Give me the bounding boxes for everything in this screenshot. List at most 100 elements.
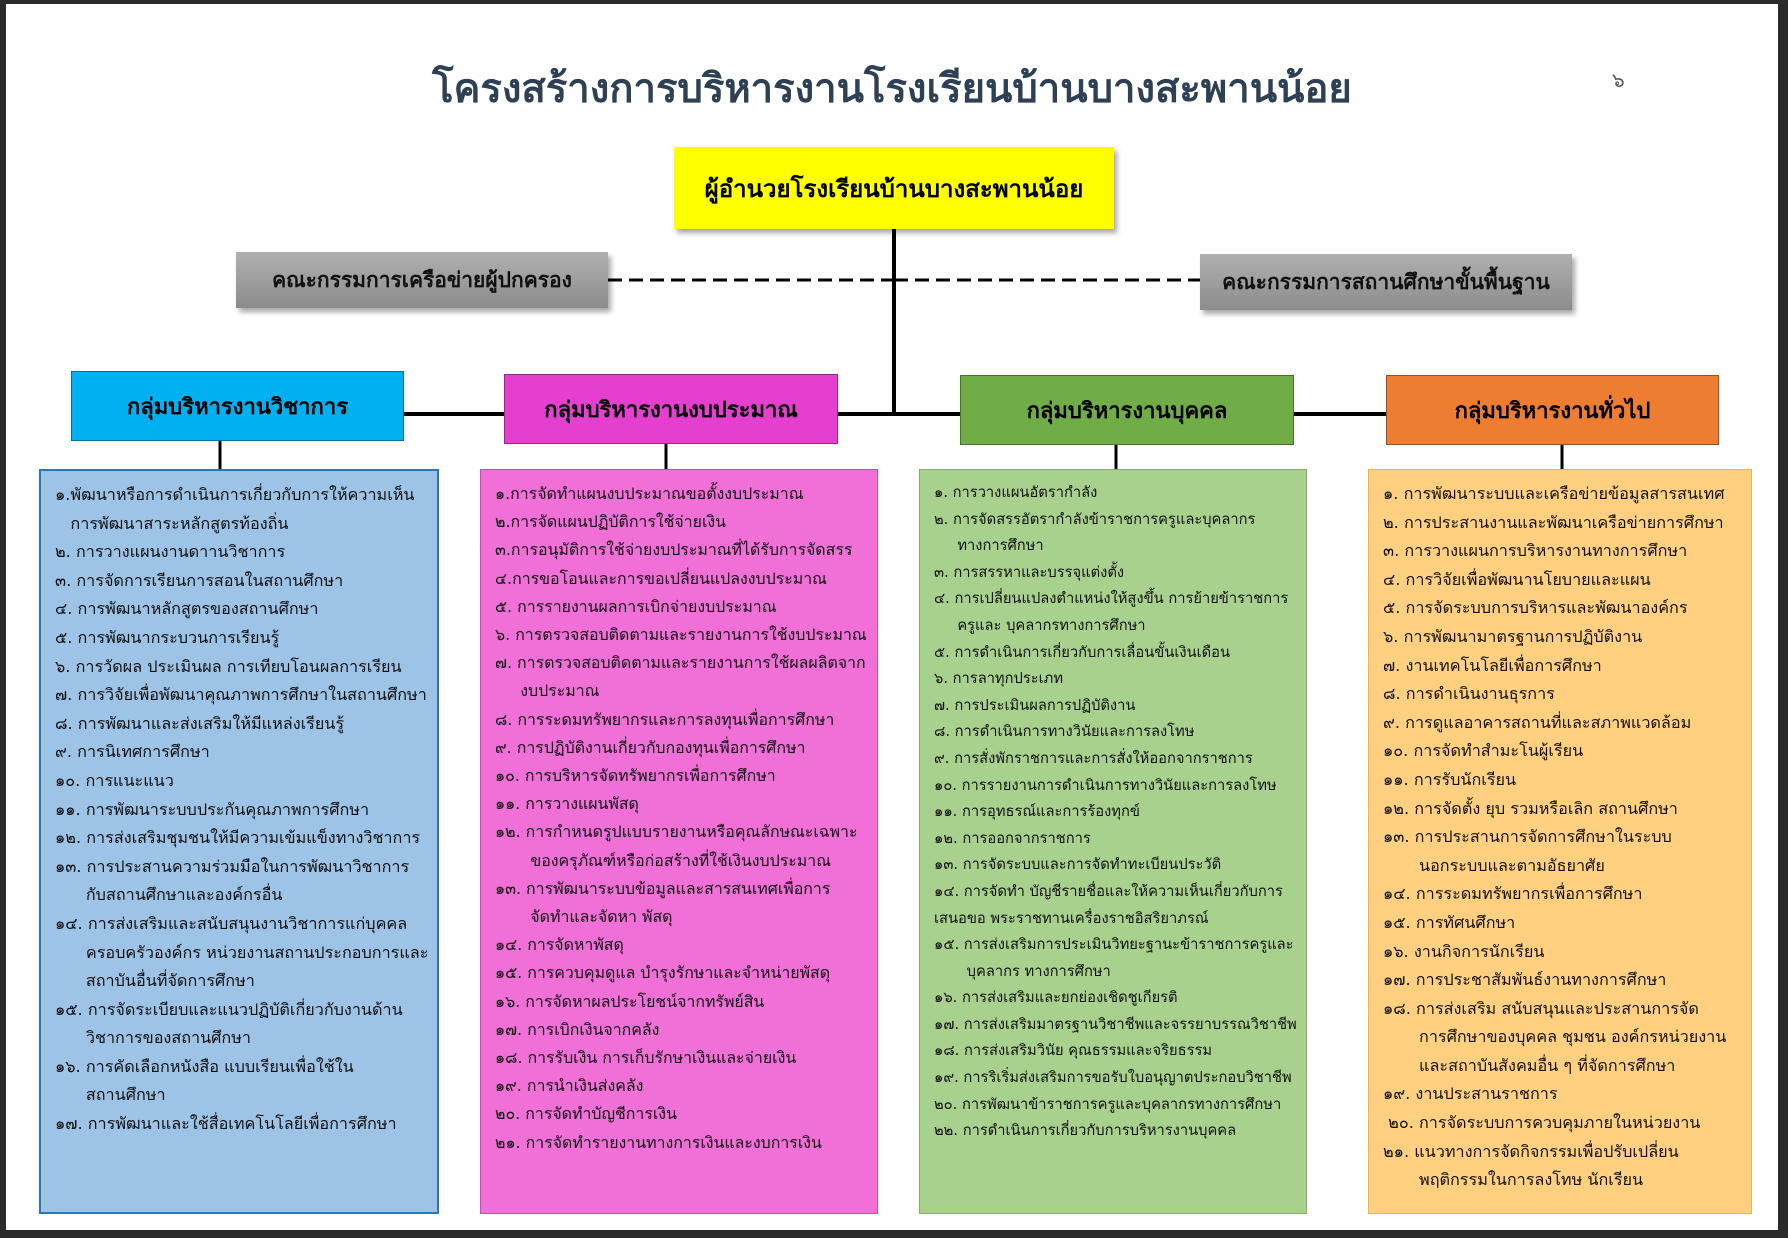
- task-item: ๔.การขอโอนและการขอเปลี่ยนแปลงงบประมาณ: [495, 568, 827, 588]
- general-task-list: ๑. การพัฒนาระบบและเครือข่ายข้อมูลสารสนเท…: [1368, 469, 1752, 1214]
- task-item: ๑๗. การพัฒนาและใช้สื่อเทคโนโลยีเพื่อการศ…: [55, 1114, 397, 1134]
- task-item: ๔. การวิจัยเพื่อพัฒนานโยบายและแผน: [1383, 569, 1651, 589]
- task-item: ๑.การจัดทำแผนงบประมาณขอตั้งงบประมาณ: [495, 484, 804, 503]
- task-item: ๖. การตรวจสอบติดตามและรายงานการใช้งบประม…: [495, 625, 867, 645]
- task-item: ๒.การจัดแผนปฏิบัติการใช้จ่ายเงิน: [495, 512, 727, 532]
- task-item: ๒๐. การจัดระบบการควบคุมภายในหน่วยงาน: [1383, 1113, 1701, 1133]
- task-item: ๖. การพัฒนามาตรฐานการปฏิบัติงาน: [1383, 626, 1643, 646]
- task-item: ๑๒. การส่งเสริมชุมชนให้มีความเข้มแข็งทาง…: [55, 828, 421, 848]
- task-item: ๕. การพัฒนากระบวนการเรียนรู้: [55, 627, 280, 647]
- task-item: เสนอขอ พระราชทานเครื่องราชอิสริยาภรณ์: [934, 909, 1209, 927]
- task-item: ๑๔. การจัดหาพัสดุ: [495, 935, 624, 955]
- budget-task-list: ๑.การจัดทำแผนงบประมาณขอตั้งงบประมาณ๒.การ…: [480, 469, 878, 1214]
- task-item: ๑๐. การแนะแนว: [55, 770, 174, 790]
- page-title: โครงสร้างการบริหารงานโรงเรียนบ้านบางสะพา…: [432, 66, 1352, 112]
- task-item: จัดทำและจัดหา พัสดุ: [495, 907, 673, 927]
- task-item: ๑๙. การริเริ่มส่งเสริมการขอรับใบอนุญาตปร…: [934, 1069, 1292, 1087]
- task-item: ๓. การจัดการเรียนการสอนในสถานศึกษา: [55, 570, 344, 590]
- task-item: ๗. การวิจัยเพื่อพัฒนาคุณภาพการศึกษาในสถา…: [55, 685, 427, 705]
- task-item: ๑๖. งานกิจการนักเรียน: [1383, 941, 1545, 961]
- task-item: ๑๗. การประชาสัมพันธ์งานทางการศึกษา: [1383, 970, 1667, 990]
- task-item: ๑๑. การรับนักเรียน: [1383, 769, 1517, 789]
- task-item: ๑๐. การจัดทำสำมะโนผู้เรียน: [1383, 741, 1584, 761]
- personnel-task-list: ๑. การวางแผนอัตรากำลัง๒. การจัดสรรอัตราก…: [919, 469, 1307, 1214]
- task-item: ๙. การปฏิบัติงานเกี่ยวกับกองทุนเพื่อการศ…: [495, 737, 806, 757]
- task-item: ๕. การดำเนินการเกี่ยวกับการเลื่อนขั้นเงิ…: [934, 643, 1231, 661]
- task-item: ๒๑. การจัดทำรายงานทางการเงินและงบการเงิน: [495, 1132, 822, 1152]
- task-item: ๒. การจัดสรรอัตรากำลังข้าราชการครูและบุค…: [934, 510, 1256, 528]
- task-item: ๓. การวางแผนการบริหารงานทางการศึกษา: [1383, 541, 1688, 561]
- task-item: ๙. การนิเทศการศึกษา: [55, 742, 210, 762]
- task-item: ๑๘. การส่งเสริม สนับสนุนและประสานการจัด: [1383, 998, 1699, 1018]
- task-item: ๒๐. การพัฒนาข้าราชการครูและบุคลากรทางการ…: [934, 1095, 1282, 1113]
- task-item: ๑๘. การรับเงิน การเก็บรักษาเงินและจ่ายเง…: [495, 1048, 797, 1068]
- task-item: ๑๐. การบริหารจัดทรัพยากรเพื่อการศึกษา: [495, 766, 776, 786]
- task-item: ของครุภัณฑ์หรือก่อสร้างที่ใช้เงินงบประมา…: [495, 850, 831, 870]
- task-item: ๑๙. การนำเงินส่งคลัง: [495, 1076, 644, 1096]
- task-item: การพัฒนาสาระหลักสูตรท้องถิ่น: [55, 513, 289, 533]
- task-item: ๑๔. การจัดทำ บัญชีรายชื่อและให้ความเห็นเ…: [934, 882, 1283, 900]
- group-personnel-box: กลุ่มบริหารงานบุคคล: [960, 375, 1294, 445]
- task-item: ๑๒. การกำหนดรูปแบบรายงานหรือคุณลักษณะเฉพ…: [495, 822, 858, 842]
- task-item: ๑๑. การอุทธรณ์และการร้องทุกข์: [934, 803, 1140, 821]
- task-item: ๑๗. การส่งเสริมมาตรฐานวิชาชีพและจรรยาบรร…: [934, 1015, 1297, 1033]
- task-item: ๑๕. การจัดระเบียบและแนวปฏิบัติเกี่ยวกับง…: [55, 999, 403, 1019]
- task-item: ๒๒. การดำเนินการเกี่ยวกับการบริหารงานบุค…: [934, 1122, 1237, 1140]
- task-item: ๗. การตรวจสอบติดตามและรายงานการใช้ผลผลิต…: [495, 653, 866, 673]
- task-item: ๑๒. การออกจากราชการ: [934, 829, 1091, 847]
- page-number: ๖: [1612, 68, 1625, 92]
- task-item: ทางการศึกษา: [934, 537, 1044, 555]
- task-item: บุคลากร ทางการศึกษา: [934, 962, 1111, 980]
- task-item: ๑๔. การส่งเสริมและสนับสนุนงานวิชาการแก่บ…: [55, 913, 408, 933]
- task-item: ๑๐. การรายงานการดำเนินการทางวินัยและการล…: [934, 776, 1277, 794]
- task-item: ๙. การสั่งพักราชการและการสั่งให้ออกจากรา…: [934, 749, 1253, 767]
- task-item: ๒๑. แนวทางการจัดกิจกรรมเพื่อปรับเปลี่ยน: [1383, 1141, 1679, 1161]
- task-item: การศึกษาของบุคคล ชุมชน องค์กรหน่วยงาน: [1383, 1027, 1727, 1047]
- task-item: ๘. การพัฒนาและส่งเสริมให้มีแหล่งเรียนรู้: [55, 713, 345, 733]
- task-item: ๔. การเปลี่ยนแปลงตำแหน่งให้สูงขึ้น การย้…: [934, 590, 1289, 608]
- task-item: ๓.การอนุมัติการใช้จ่ายงบประมาณที่ได้รับก…: [495, 540, 853, 560]
- task-item: ๒๐. การจัดทำบัญชีการเงิน: [495, 1104, 677, 1124]
- group-academic-box: กลุ่มบริหารงานวิชาการ: [71, 371, 404, 441]
- task-item: งบประมาณ: [495, 681, 600, 701]
- task-item: ๖. การลาทุกประเภท: [934, 670, 1063, 688]
- task-item: ๒. การวางแผนงานดาานวิชาการ: [55, 542, 286, 562]
- task-item: ๑๕. การส่งเสริมการประเมินวิทยะฐานะข้าราช…: [934, 936, 1294, 954]
- task-item: วิชาการของสถานศึกษา: [55, 1028, 251, 1048]
- task-item: ๕. การจัดระบบการบริหารและพัฒนาองค์กร: [1383, 598, 1688, 618]
- task-item: ๑๗. การเบิกเงินจากคลัง: [495, 1019, 660, 1039]
- task-item: ๑๘. การส่งเสริมวินัย คุณธรรมและจริยธรรม: [934, 1042, 1213, 1060]
- task-item: ๑๕. การควบคุมดูแล บำรุงรักษาและจำหน่ายพั…: [495, 963, 831, 983]
- task-item: นอกระบบและตามอัธยาศัย: [1383, 855, 1605, 875]
- task-item: ครอบครัวองค์กร หน่วยงานสถานประกอบการและ: [55, 942, 429, 962]
- task-item: ๒. การประสานงานและพัฒนาเครือข่ายการศึกษา: [1383, 512, 1724, 532]
- task-item: ๑๙. งานประสานราชการ: [1383, 1084, 1558, 1104]
- task-item: ๑๒. การจัดตั้ง ยุบ รวมหรือเลิก สถานศึกษา: [1383, 798, 1678, 818]
- task-item: ๑. การวางแผนอัตรากำลัง: [934, 484, 1098, 501]
- task-item: พฤติกรรมในการลงโทษ นักเรียน: [1383, 1170, 1644, 1190]
- task-item: ๑๓. การประสานการจัดการศึกษาในระบบ: [1383, 827, 1672, 847]
- task-item: ๗. การประเมินผลการปฏิบัติงาน: [934, 696, 1136, 714]
- task-item: ๑๖. การคัดเลือกหนังสือ แบบเรียนเพื่อใช้ใ…: [55, 1056, 354, 1076]
- task-item: ๑.พัฒนาหรือการดำเนินการเกี่ยวกับการให้คว…: [55, 485, 415, 504]
- task-item: ๑๓. การพัฒนาระบบข้อมูลและสารสนเทศเพื่อกา…: [495, 878, 831, 898]
- task-item: ๘. การดำเนินงานธุรการ: [1383, 684, 1555, 704]
- org-chart-slide: โครงสร้างการบริหารงานโรงเรียนบ้านบางสะพา…: [6, 4, 1778, 1230]
- task-item: ๑๑. การวางแผนพัสดุ: [495, 794, 639, 814]
- task-item: ๙. การดูแลอาคารสถานที่และสภาพแวดล้อม: [1383, 712, 1692, 732]
- task-item: ๓. การสรรหาและบรรจุแต่งตั้ง: [934, 563, 1125, 581]
- task-item: ๗. งานเทคโนโลยีเพื่อการศึกษา: [1383, 655, 1602, 675]
- group-budget-box: กลุ่มบริหารงานงบประมาณ: [504, 374, 838, 444]
- director-box: ผู้อำนวยโรงเรียนบ้านบางสะพานน้อย: [674, 147, 1114, 229]
- group-general-box: กลุ่มบริหารงานทั่วไป: [1386, 375, 1719, 445]
- task-item: ๔. การพัฒนาหลักสูตรของสถานศึกษา: [55, 599, 319, 619]
- task-item: สถาบันอื่นที่จัดการศึกษา: [55, 971, 255, 991]
- task-item: ๑. การพัฒนาระบบและเครือข่ายข้อมูลสารสนเท…: [1383, 484, 1725, 503]
- task-item: ๑๕. การทัศนศึกษา: [1383, 912, 1516, 932]
- task-item: ๑๖. การส่งเสริมและยกย่องเชิดชูเกียรติ: [934, 989, 1178, 1007]
- task-item: ๑๖. การจัดหาผลประโยชน์จากทรัพย์สิน: [495, 991, 765, 1011]
- task-item: ๘. การระดมทรัพยากรและการลงทุนเพื่อการศึก…: [495, 709, 835, 729]
- task-item: ครูและ บุคลากรทางการศึกษา: [934, 616, 1146, 634]
- task-item: สถานศึกษา: [55, 1085, 166, 1105]
- task-item: ๑๓. การจัดระบบและการจัดทำทะเบียนประวัติ: [934, 856, 1222, 874]
